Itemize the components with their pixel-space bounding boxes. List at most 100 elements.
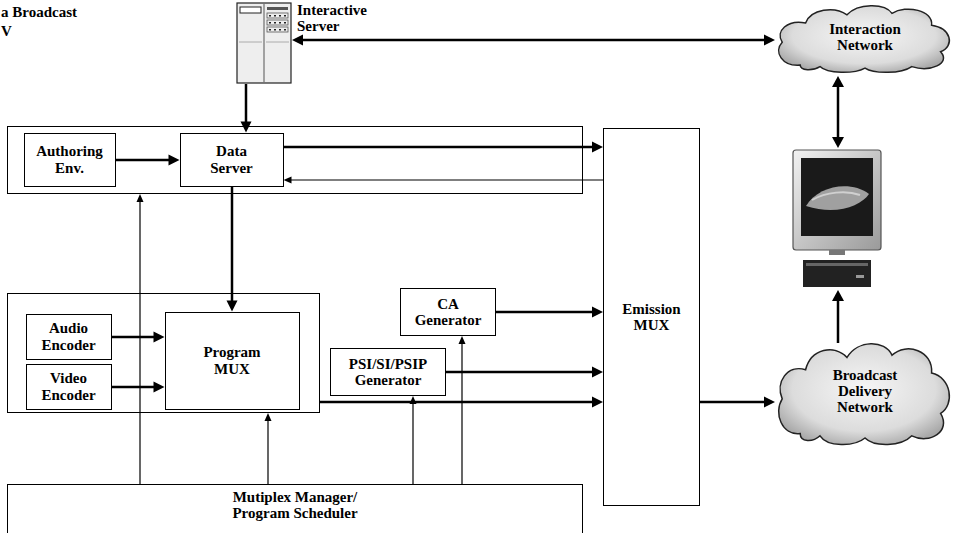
panel-dot — [279, 22, 281, 24]
arrow-head — [284, 177, 292, 184]
arrow-head — [764, 397, 775, 408]
node-label: Mutiplex Manager/ Program Scheduler — [210, 489, 380, 521]
tv-screen — [801, 158, 873, 236]
cloud-outline — [779, 6, 950, 73]
node-label: CA Generator — [408, 296, 488, 328]
node-label: Interaction Network — [815, 21, 915, 53]
drive-slot — [240, 7, 261, 13]
connector-arrow — [410, 396, 417, 484]
set-top-box-trim — [806, 263, 868, 266]
connector-arrow — [496, 307, 603, 318]
connector-arrow — [116, 155, 180, 166]
connector-line — [291, 179, 604, 180]
node-label: PSI/SI/PSIP Generator — [338, 356, 438, 388]
connector-arrow — [137, 194, 144, 484]
process-box: Video Encoder — [26, 364, 112, 410]
node-label: Video Encoder — [32, 370, 106, 402]
interaction-link — [837, 86, 840, 138]
case-line — [266, 42, 289, 43]
connector-line — [700, 401, 765, 404]
process-box: CA Generator — [400, 288, 496, 336]
connector-line — [302, 39, 765, 42]
manager-bar: Mutiplex Manager/ Program Scheduler — [7, 484, 583, 533]
process-box: PSI/SI/PSIP Generator — [330, 348, 446, 396]
panel-dot — [274, 15, 276, 17]
arrow-head — [592, 307, 603, 318]
screen-highlight — [812, 192, 860, 200]
connector-line — [112, 386, 155, 389]
connector-arrow — [446, 367, 603, 378]
set-top-box-light — [856, 275, 864, 278]
server-node: Interactive Server — [236, 2, 292, 84]
panel-dot — [279, 29, 281, 31]
connector-line — [496, 311, 593, 314]
arrow-head — [292, 35, 303, 46]
connector-line — [231, 187, 234, 302]
panel-row — [267, 27, 288, 32]
arrow-head — [410, 396, 417, 404]
case-line — [239, 42, 262, 43]
node-label: Audio Encoder — [32, 320, 106, 352]
panel-dot — [269, 29, 271, 31]
mux-box: Emission MUX — [603, 128, 700, 506]
tv-stand — [829, 250, 845, 255]
panel-dot — [269, 22, 271, 24]
panel-dot — [274, 22, 276, 24]
connector-arrow — [265, 413, 272, 484]
connector-line — [112, 336, 155, 339]
network-cloud: Interaction Network — [775, 0, 955, 74]
panel-dot — [284, 22, 286, 24]
tv-link-arrows — [832, 76, 844, 343]
arrow-head — [227, 301, 238, 312]
connector-arrow — [292, 35, 775, 46]
arrow-head — [154, 332, 165, 343]
arrow-head — [832, 290, 844, 301]
process-box: Authoring Env. — [24, 133, 116, 187]
panel-row — [267, 13, 288, 18]
cloud-outline — [779, 344, 950, 445]
node-label: Data Server — [202, 143, 262, 175]
connector-line — [116, 159, 170, 162]
connector-arrow — [112, 332, 165, 343]
panel-dot — [269, 15, 271, 17]
panel-dot — [284, 15, 286, 17]
group-box: Authoring Env. Data Server — [7, 126, 583, 194]
arrow-head — [154, 382, 165, 393]
set-top-box — [803, 260, 871, 287]
connector-arrow — [284, 142, 604, 153]
broadcast-link — [837, 300, 840, 343]
arrow-head — [169, 155, 180, 166]
connector-arrow — [284, 177, 604, 184]
connector-line — [267, 420, 268, 484]
server-case — [237, 3, 291, 83]
panel-dot — [279, 15, 281, 17]
tv-frame — [793, 150, 881, 250]
node-label: Authoring Env. — [30, 143, 110, 175]
network-cloud: Broadcast Delivery Network — [775, 335, 955, 447]
process-box: Data Server — [180, 133, 284, 187]
connector-arrow — [700, 397, 775, 408]
arrow-head — [832, 76, 844, 87]
node-label: Program MUX — [196, 344, 268, 376]
connector-arrow — [112, 382, 165, 393]
connector-line — [320, 401, 593, 404]
arrow-head — [592, 142, 603, 153]
connector-line — [245, 84, 248, 123]
connector-line — [446, 371, 593, 374]
tv-illustration — [793, 150, 881, 287]
node-label: Interactive Server — [297, 2, 377, 34]
connector-line — [139, 201, 140, 484]
arrow-head — [592, 397, 603, 408]
arrow-head — [137, 194, 144, 202]
arrow-head — [832, 137, 844, 148]
arrow-head — [459, 336, 466, 344]
connector-line — [461, 343, 462, 484]
node-label: Emission MUX — [612, 301, 692, 333]
connector-line — [412, 403, 413, 484]
connector-arrow — [459, 336, 466, 484]
heading-fragment: V — [1, 23, 12, 39]
screen-picture — [806, 186, 869, 210]
arrow-head — [241, 122, 252, 133]
